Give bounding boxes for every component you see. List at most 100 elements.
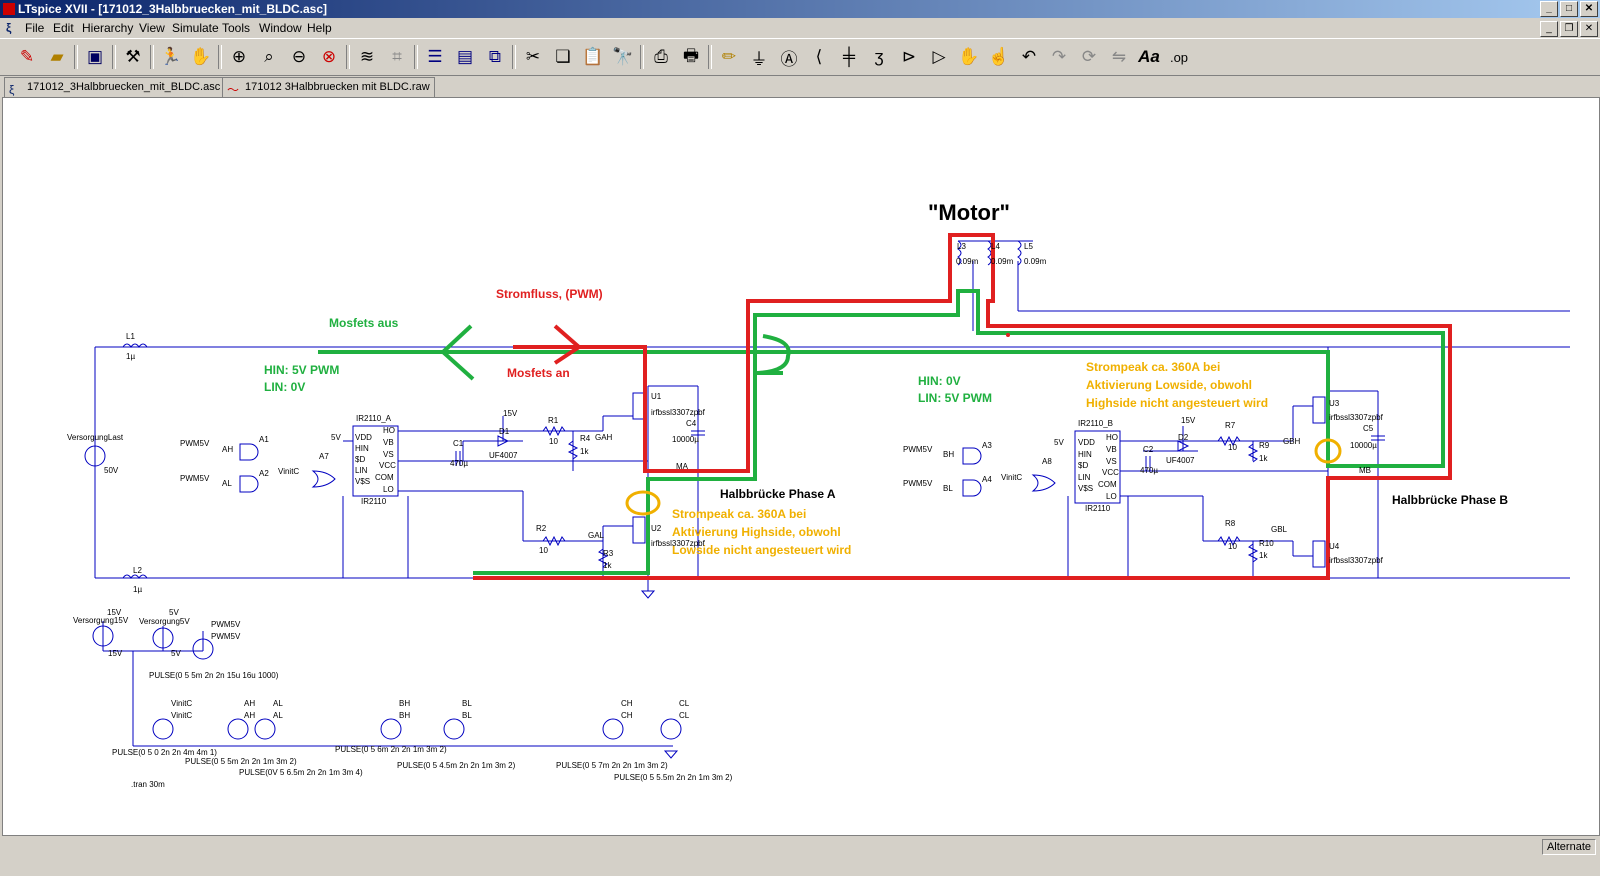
control-panel-icon[interactable]: ⚒ <box>125 47 141 66</box>
red-current-path <box>473 233 1452 580</box>
mdi-close-button[interactable]: ✕ <box>1580 21 1598 37</box>
cut-icon[interactable]: ✂ <box>525 47 541 66</box>
svg-text:L1: L1 <box>126 332 135 341</box>
svg-text:1k: 1k <box>580 447 589 456</box>
undo-icon[interactable]: ↶ <box>1021 47 1037 66</box>
hin-b-label: HIN: 0V <box>918 374 961 388</box>
svg-text:1µ: 1µ <box>126 352 135 361</box>
rotate-icon[interactable]: ⟳ <box>1081 47 1097 66</box>
drag-icon[interactable]: ☝ <box>988 47 1010 66</box>
label-net-icon[interactable]: Ⓐ <box>780 49 798 69</box>
svg-text:U3: U3 <box>1329 399 1340 408</box>
spice-directive-icon[interactable]: .op <box>1169 49 1189 65</box>
new-schematic-icon[interactable]: ✎ <box>19 47 35 66</box>
pan-icon[interactable]: ⌕ <box>264 47 274 66</box>
svg-text:VinitC: VinitC <box>1001 473 1022 482</box>
svg-text:irfbssl3307zpbf: irfbssl3307zpbf <box>651 408 706 417</box>
document-icon[interactable]: ξ <box>6 21 12 35</box>
zoom-in-icon[interactable]: ⊕ <box>231 47 247 66</box>
paste-icon[interactable]: 📋 <box>582 47 604 66</box>
redo-icon[interactable]: ↷ <box>1051 47 1067 66</box>
maximize-button[interactable]: □ <box>1560 1 1578 17</box>
text-icon[interactable]: Aa <box>1138 47 1160 66</box>
menu-help[interactable]: Help <box>307 21 332 35</box>
close-button[interactable]: ✕ <box>1580 1 1598 17</box>
lin-a-label: LIN: 0V <box>264 380 305 394</box>
ground-icon[interactable]: ⏚ <box>750 49 768 69</box>
svg-text:PULSE(0 5 5m 2n 2n 15u 16u 100: PULSE(0 5 5m 2n 2n 15u 16u 1000) <box>149 671 279 680</box>
svg-text:IR2110_B: IR2110_B <box>1078 419 1113 428</box>
menu-hierarchy[interactable]: Hierarchy <box>82 21 134 35</box>
schematic-drawing: "Motor" Stromfluss, (PWM) Mosfets aus Mo… <box>67 200 1570 789</box>
open-icon[interactable]: ▰ <box>50 47 64 66</box>
tab-waveform[interactable]: 〜 171012 3Halbbruecken mit BLDC.raw <box>222 77 435 97</box>
save-icon[interactable]: ▣ <box>86 47 104 66</box>
zoom-cancel-icon[interactable]: ⊗ <box>321 47 337 66</box>
svg-text:HO: HO <box>383 426 395 435</box>
halt-icon[interactable]: ✋ <box>190 47 212 66</box>
svg-text:BH: BH <box>399 711 410 720</box>
copy-icon[interactable]: ❏ <box>555 47 571 66</box>
menu-tools[interactable]: Tools <box>222 21 251 35</box>
svg-text:AL: AL <box>273 699 283 708</box>
menu-view[interactable]: View <box>139 21 165 35</box>
find-icon[interactable]: 🔭 <box>612 47 634 66</box>
window-title: LTspice XVII - [171012_3Halbbruecken_mit… <box>18 2 328 16</box>
phase-b-label: Halbbrücke Phase B <box>1392 493 1508 507</box>
menu-edit[interactable]: Edit <box>53 21 74 35</box>
status-mode: Alternate <box>1541 839 1596 855</box>
resistors <box>542 425 1259 568</box>
phase-a-label: Halbbrücke Phase A <box>720 487 836 501</box>
tile-vertical-icon[interactable]: ▤ <box>456 47 474 66</box>
fit-icon[interactable]: ⌗ <box>392 47 402 66</box>
svg-text:L5: L5 <box>1024 242 1033 251</box>
svg-text:5V: 5V <box>1054 438 1064 447</box>
svg-text:IR2110: IR2110 <box>361 497 387 506</box>
menu-simulate[interactable]: Simulate <box>172 21 219 35</box>
move-icon[interactable]: ✋ <box>958 47 980 66</box>
svg-text:1µ: 1µ <box>133 585 142 594</box>
svg-text:10: 10 <box>1228 443 1237 452</box>
mdi-minimize-button[interactable]: _ <box>1540 21 1558 37</box>
run-icon[interactable]: 🏃 <box>160 47 182 66</box>
peak-a-line1: Strompeak ca. 360A bei <box>672 507 806 521</box>
svg-text:0.09m: 0.09m <box>956 257 979 266</box>
draw-wire-icon[interactable]: ✏ <box>721 47 737 66</box>
svg-text:PULSE(0V 5 6.5m 2n 2n 1m 3m 4): PULSE(0V 5 6.5m 2n 2n 1m 3m 4) <box>239 768 363 777</box>
lin-b-label: LIN: 5V PWM <box>918 391 992 405</box>
print-icon[interactable]: 🖶 <box>682 45 700 65</box>
cascade-icon[interactable]: ⧉ <box>488 47 502 66</box>
svg-text:CH: CH <box>621 711 633 720</box>
mirror-icon[interactable]: ⇋ <box>1111 47 1127 66</box>
svg-text:5V: 5V <box>331 433 341 442</box>
stromfluss-label: Stromfluss, (PWM) <box>496 287 603 301</box>
zoom-out-icon[interactable]: ⊖ <box>291 47 307 66</box>
svg-text:50V: 50V <box>104 466 119 475</box>
autorange-icon[interactable]: ≋ <box>359 47 375 66</box>
schematic-canvas[interactable]: "Motor" Stromfluss, (PWM) Mosfets aus Mo… <box>2 97 1600 836</box>
inductor-icon[interactable]: ʒ <box>874 47 884 66</box>
svg-text:VCC: VCC <box>379 461 396 470</box>
svg-text:A4: A4 <box>982 475 992 484</box>
app-icon <box>3 3 15 15</box>
capacitor-icon[interactable]: ╪ <box>842 47 856 66</box>
tile-horizontal-icon[interactable]: ☰ <box>427 47 443 66</box>
title-bar: LTspice XVII - [171012_3Halbbruecken_mit… <box>0 0 1600 18</box>
svg-text:LO: LO <box>1106 492 1117 501</box>
svg-text:C1: C1 <box>453 439 464 448</box>
svg-text:PULSE(0 5 6m 2n 2n 1m 3m 2): PULSE(0 5 6m 2n 2n 1m 3m 2) <box>335 745 447 754</box>
resistor-icon[interactable]: ⟨ <box>815 47 823 66</box>
minimize-button[interactable]: _ <box>1540 1 1558 17</box>
svg-text:C5: C5 <box>1363 424 1374 433</box>
svg-text:1k: 1k <box>1259 551 1268 560</box>
menu-file[interactable]: File <box>25 21 45 35</box>
svg-text:BH: BH <box>399 699 410 708</box>
svg-text:VinitC: VinitC <box>278 467 299 476</box>
menu-window[interactable]: Window <box>259 21 302 35</box>
mdi-restore-button[interactable]: ❐ <box>1560 21 1578 37</box>
svg-text:1k: 1k <box>1259 454 1268 463</box>
tab-schematic[interactable]: ξ 171012_3Halbbruecken_mit_BLDC.asc <box>4 77 226 97</box>
component-icon[interactable]: ▷ <box>932 47 946 66</box>
diode-icon[interactable]: ⊳ <box>901 47 917 66</box>
print-setup-icon[interactable]: ⎙ <box>654 47 668 66</box>
